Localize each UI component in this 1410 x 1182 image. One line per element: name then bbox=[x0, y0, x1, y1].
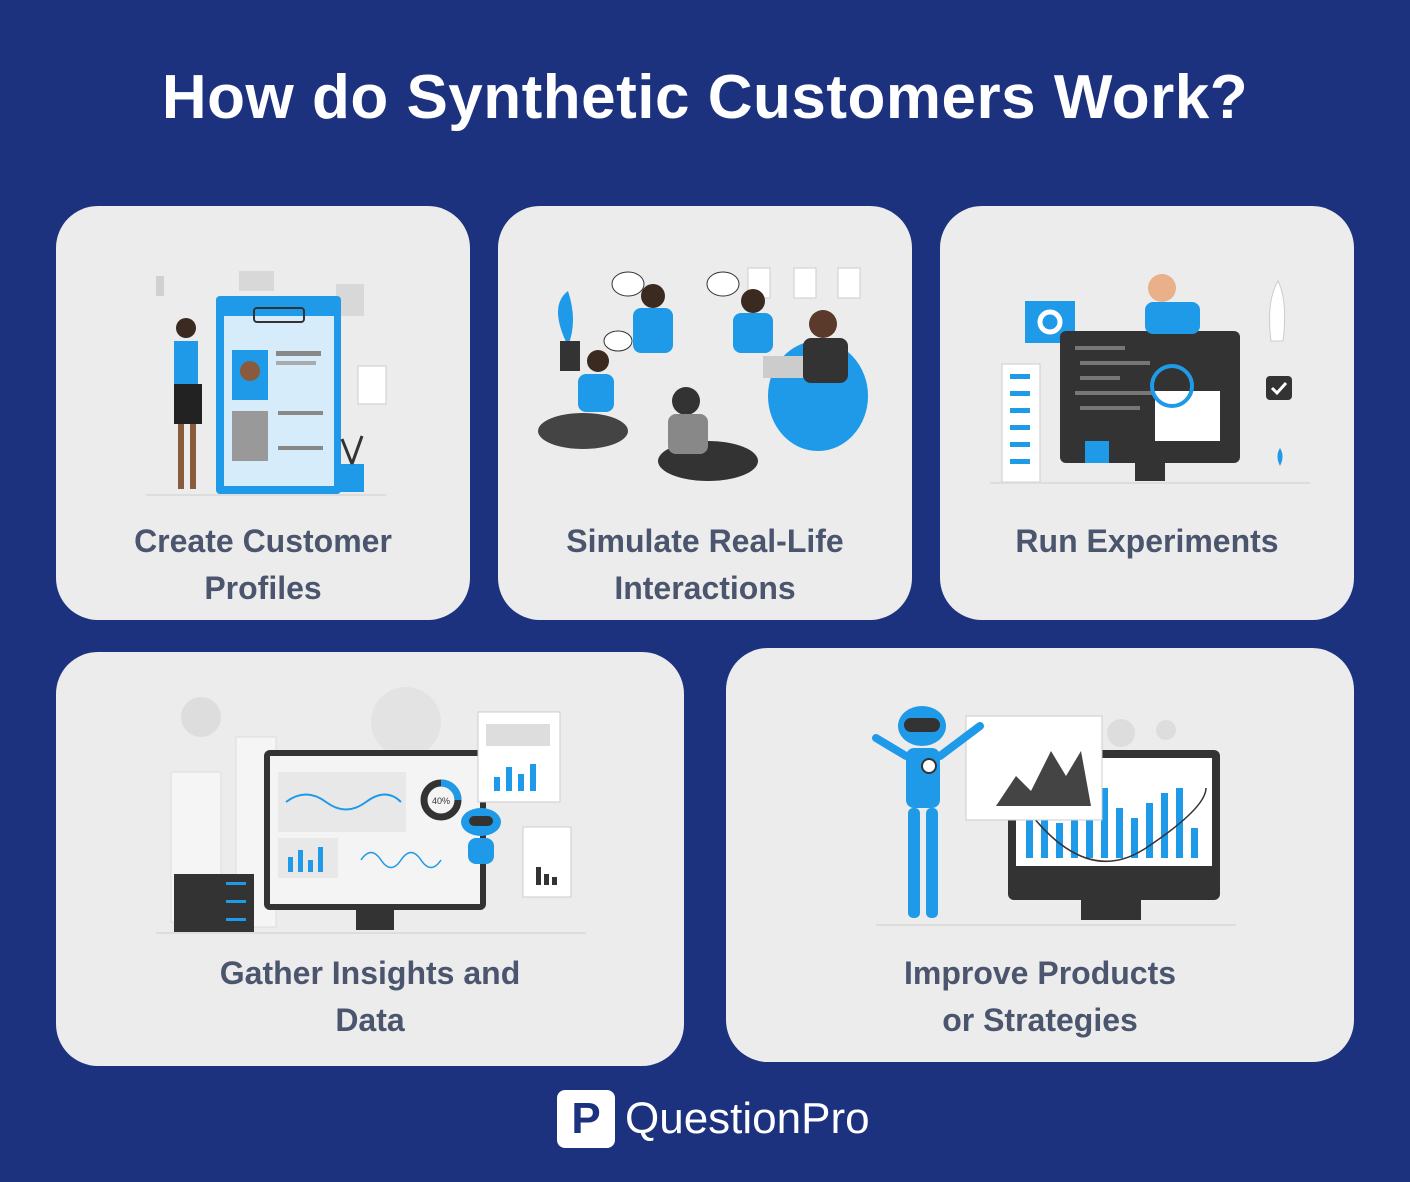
step-label-line2: Profiles bbox=[204, 570, 322, 606]
step-card-create-profiles: Create Customer Profiles bbox=[56, 206, 470, 620]
brand-name: QuestionPro bbox=[625, 1094, 870, 1143]
customer-profile-illustration bbox=[146, 271, 387, 496]
donut-percentage-label: 40% bbox=[432, 796, 450, 806]
page-title: How do Synthetic Customers Work? bbox=[161, 63, 1249, 132]
step-label-line2: Data bbox=[335, 1002, 405, 1038]
step-label-line2: Interactions bbox=[614, 570, 796, 606]
robot-chart-illustration bbox=[872, 706, 1236, 926]
step-label-line1: Improve Products bbox=[903, 955, 1177, 991]
step-card-run-experiments: Run Experiments bbox=[940, 206, 1354, 620]
step-label-line1: Create Customer bbox=[134, 523, 392, 559]
group-conversation-illustration bbox=[538, 267, 868, 481]
step-card-gather-insights: 40% Gather Insights and Data bbox=[56, 652, 684, 1066]
step-label-line2: or Strategies bbox=[942, 1002, 1138, 1038]
step-label-line1: Simulate Real-Life bbox=[566, 523, 844, 559]
step-label-line1: Gather Insights and bbox=[219, 955, 521, 991]
step-card-improve-products: Improve Products or Strategies bbox=[726, 648, 1354, 1062]
logo-mark: P bbox=[557, 1090, 615, 1148]
step-label-line1: Run Experiments bbox=[1015, 523, 1279, 559]
questionpro-logo: P QuestionPro bbox=[557, 1090, 870, 1148]
step-card-simulate-interactions: Simulate Real-Life Interactions bbox=[498, 206, 912, 620]
code-monitor-illustration bbox=[990, 274, 1310, 484]
dashboard-robot-illustration: 40% bbox=[156, 687, 586, 934]
